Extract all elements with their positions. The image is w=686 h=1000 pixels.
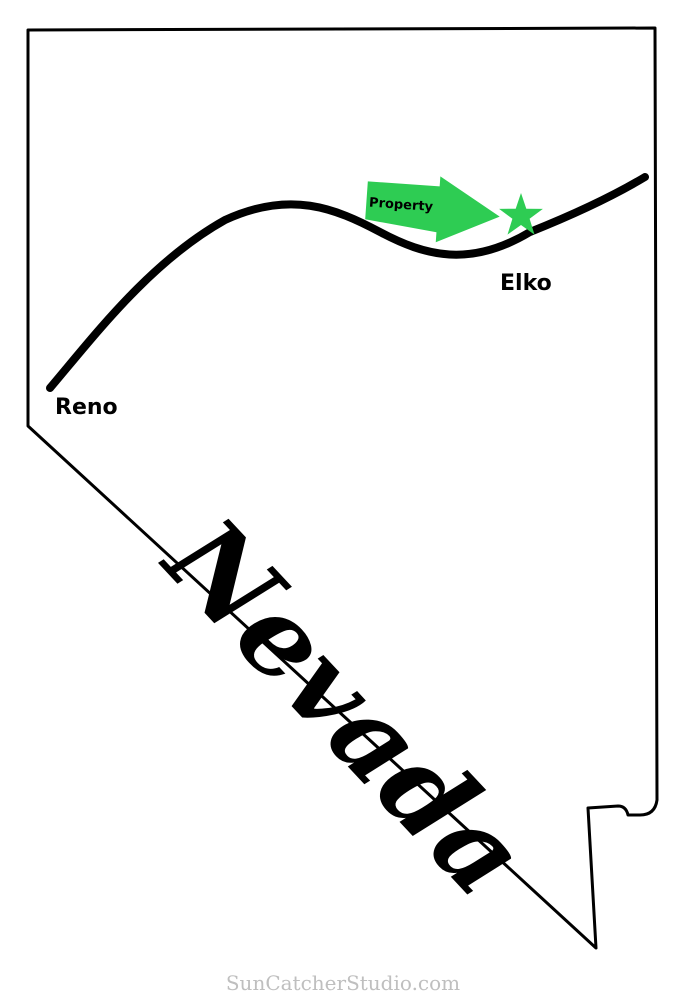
highway-route [46,173,649,392]
property-arrow [365,176,500,243]
state-outline [26,26,659,950]
watermark-text: SunCatcherStudio.com [226,971,460,995]
property-label: Property [369,196,435,215]
city-label-elko: Elko [500,271,552,296]
city-label-reno: Reno [55,395,118,420]
star-icon [499,193,543,235]
